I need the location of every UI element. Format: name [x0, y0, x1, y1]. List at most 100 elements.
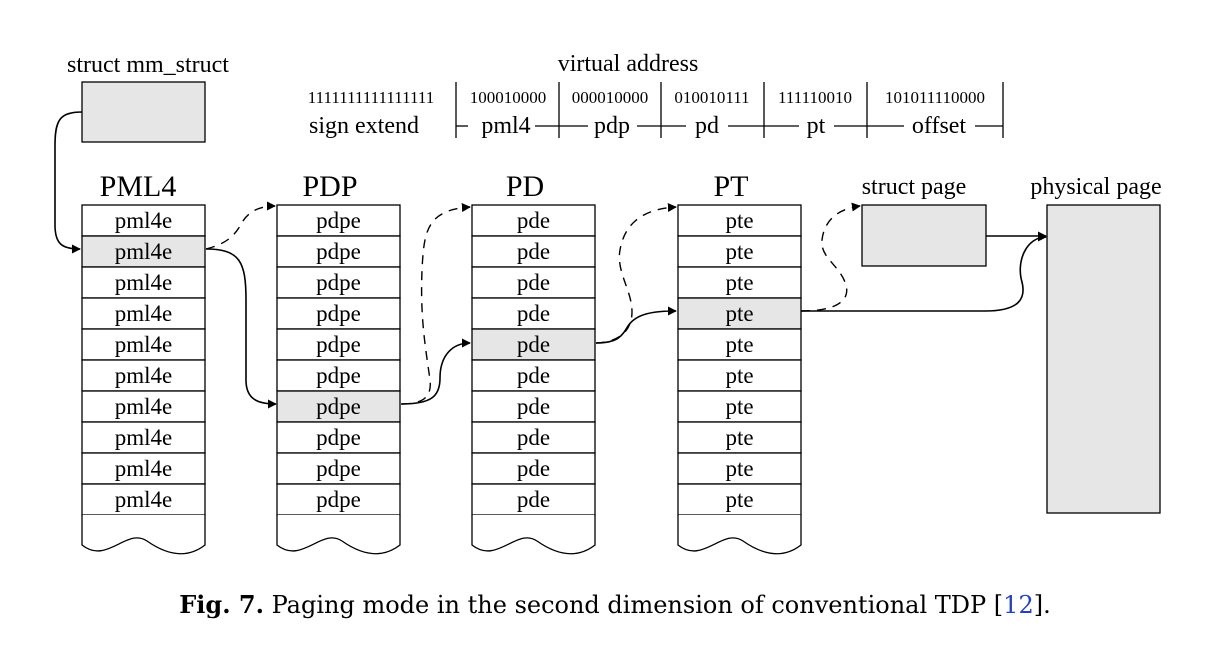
table-entry — [81, 421, 206, 454]
bits-pdp: 000010000 — [572, 88, 649, 107]
dashed-pdpe-to-pd — [401, 203, 471, 405]
physical-page-label: physical page — [1030, 174, 1161, 200]
table-entry-label: pdpe — [316, 239, 361, 264]
table-entry-label: pml4e — [115, 270, 173, 295]
table-entry-label: pde — [517, 239, 550, 264]
table-entry-label: pte — [725, 487, 753, 512]
dashed-pde-to-pt — [595, 202, 677, 344]
pt-title: PT — [713, 170, 748, 203]
table-entry-label: pml4e — [115, 239, 173, 264]
table-entry — [471, 421, 596, 454]
field-offset: offset — [912, 113, 967, 139]
virtual-address-bits: 1111111111111111 100010000 000010000 010… — [308, 88, 985, 107]
table-entry-highlighted — [81, 235, 206, 268]
mm-struct-label: struct mm_struct — [67, 52, 229, 78]
table-entry-label: pdpe — [316, 394, 361, 419]
table-entry-label: pde — [517, 456, 550, 481]
table-entry — [81, 483, 206, 516]
struct-page-label: struct page — [862, 174, 967, 200]
field-pml4: pml4 — [481, 113, 530, 139]
table-entry-label: pdpe — [316, 270, 361, 295]
table-entry-label: pte — [725, 270, 753, 295]
table-entry-label: pdpe — [316, 208, 361, 233]
table-continuation — [81, 515, 206, 555]
table-entry-highlighted — [276, 390, 401, 423]
dashed-pml4e-to-pdp — [205, 201, 276, 250]
table-entry — [677, 235, 802, 268]
page-tables: pml4epml4epml4epml4epml4epml4epml4epml4e… — [81, 204, 802, 555]
table-pml4: pml4epml4epml4epml4epml4epml4epml4epml4e… — [81, 204, 206, 555]
citation-link[interactable]: 12 — [1003, 591, 1034, 619]
arrow-pml4e-to-pdpe — [205, 248, 277, 409]
table-entry — [471, 297, 596, 330]
bits-pml4: 100010000 — [470, 88, 547, 107]
arrow-mm-to-pml4e — [54, 111, 83, 254]
virtual-address-dividers — [455, 82, 1004, 138]
field-pdp: pdp — [594, 113, 630, 139]
physical-page-box — [1046, 204, 1161, 514]
table-entry — [276, 452, 401, 485]
bits-pt: 111110010 — [778, 88, 852, 107]
table-entry — [81, 390, 206, 423]
pd-title: PD — [506, 170, 544, 203]
table-continuation — [471, 515, 596, 555]
table-entry — [677, 204, 802, 237]
table-entry — [471, 235, 596, 268]
table-entry-label: pde — [517, 332, 550, 357]
virtual-address-title: virtual address — [558, 51, 699, 77]
table-entry-label: pte — [725, 363, 753, 388]
bits-offset: 101011110000 — [885, 88, 985, 107]
arrow-pte-to-physical — [801, 232, 1047, 312]
table-entry — [81, 328, 206, 361]
table-entry-label: pte — [725, 425, 753, 450]
table-entry-label: pml4e — [115, 301, 173, 326]
table-entry-label: pte — [725, 456, 753, 481]
table-entry-label: pdpe — [316, 363, 361, 388]
table-entry — [81, 297, 206, 330]
table-entry-label: pml4e — [115, 208, 173, 233]
table-entry-label: pdpe — [316, 487, 361, 512]
caption-text: Paging mode in the second dimension of c… — [263, 591, 1004, 619]
table-entry — [677, 452, 802, 485]
table-continuation — [276, 515, 401, 555]
table-entry-label: pdpe — [316, 332, 361, 357]
arrow-pde-to-pte — [595, 306, 677, 344]
table-entry — [81, 452, 206, 485]
virtual-address-fields: sign extend pml4 pdp pd pt offset — [309, 113, 966, 139]
table-entry — [471, 266, 596, 299]
table-entry-label: pde — [517, 425, 550, 450]
table-entry — [81, 359, 206, 392]
dashed-arrows — [205, 201, 861, 405]
table-entry — [276, 421, 401, 454]
field-pd: pd — [695, 113, 719, 139]
table-entry — [677, 359, 802, 392]
bits-sign-extend: 1111111111111111 — [308, 88, 435, 107]
solid-arrows — [54, 111, 1047, 409]
table-entry — [471, 483, 596, 516]
struct-page-box — [861, 204, 987, 267]
table-entry-label: pdpe — [316, 456, 361, 481]
table-entry-label: pdpe — [316, 425, 361, 450]
table-entry-label: pde — [517, 394, 550, 419]
table-continuation — [677, 515, 802, 555]
field-pt: pt — [807, 113, 826, 139]
table-entry — [677, 390, 802, 423]
figure-number: Fig. 7. — [179, 590, 264, 619]
bits-pd: 010010111 — [674, 88, 749, 107]
table-entry — [276, 297, 401, 330]
table-entry-label: pde — [517, 363, 550, 388]
table-entry — [276, 235, 401, 268]
table-entry-label: pml4e — [115, 487, 173, 512]
table-entry-label: pml4e — [115, 394, 173, 419]
table-entry-label: pde — [517, 208, 550, 233]
arrow-pdpe-to-pde — [400, 338, 471, 405]
pdp-title: PDP — [302, 170, 357, 203]
table-entry — [276, 328, 401, 361]
table-entry-label: pte — [725, 208, 753, 233]
table-entry — [276, 359, 401, 392]
table-entry-label: pml4e — [115, 425, 173, 450]
